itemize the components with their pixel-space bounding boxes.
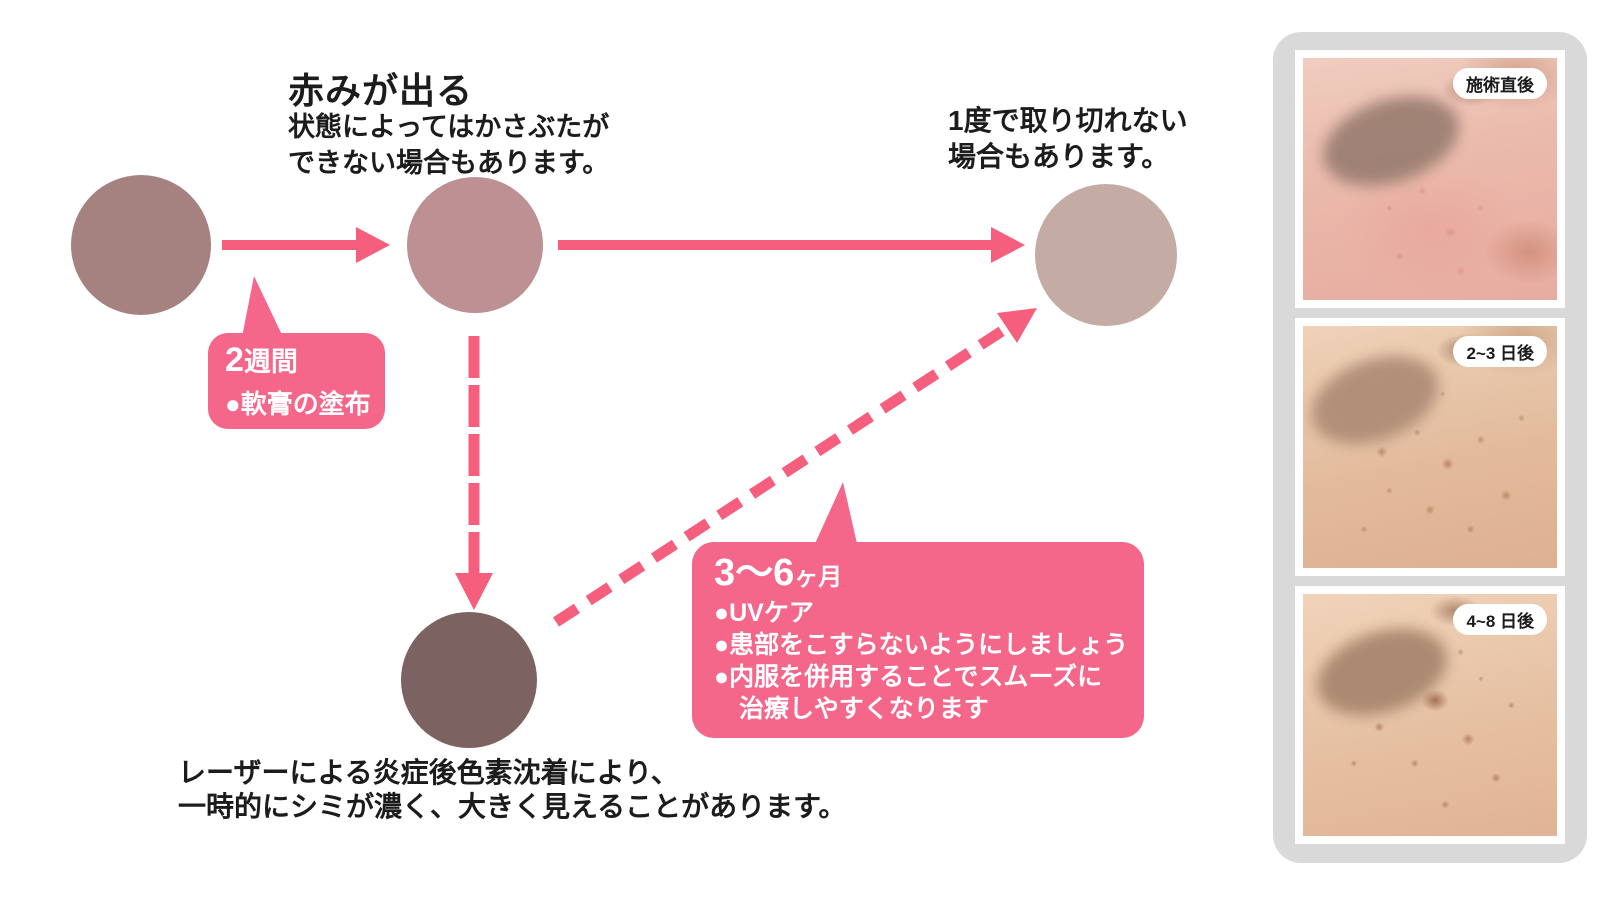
arrowhead-stage2-to-stage3-icon <box>991 227 1025 263</box>
subheading-line2: できない場合もあります。 <box>288 147 610 178</box>
photo-label-4-8-days: 4~8 日後 <box>1453 604 1547 635</box>
badge-3to6months-tail <box>813 482 858 548</box>
note-right-line2: 場合もあります。 <box>948 140 1170 172</box>
subheading-scab-note: 状態によってはかさぶたが できない場合もあります。 <box>288 110 609 181</box>
photo-card-immediately-after: 施術直後 <box>1295 50 1565 308</box>
badge-2weeks: 2週間 ●軟膏の塗布 <box>208 333 385 429</box>
dashed-arrow-stage4-to-stage3 <box>552 326 1006 627</box>
photo-card-2-3-days: 2~3 日後 <box>1295 318 1565 576</box>
privacy-blur-overlay <box>1311 80 1471 202</box>
privacy-blur-overlay <box>1303 339 1451 461</box>
skin-photo-2-3-days: 2~3 日後 <box>1303 326 1557 568</box>
badge-3to6months-item-no-rubbing: ●患部をこすらないようにしましょう <box>714 631 1129 660</box>
footnote-line1: レーザーによる炎症後色素沈着により、 <box>178 757 679 788</box>
skin-photo-immediately-after: 施術直後 <box>1303 58 1557 300</box>
note-not-removed-in-one-session: 1度で取り切れない 場合もあります。 <box>948 103 1188 175</box>
footnote-line2: 一時的にシミが濃く、大きく見えることがあります。 <box>178 791 847 823</box>
heading-redness: 赤みが出る <box>288 70 474 111</box>
photo-label-immediately-after: 施術直後 <box>1453 68 1547 99</box>
photo-card-4-8-days: 4~8 日後 <box>1295 586 1565 844</box>
badge-3to6months-item-oral-medicine-cont: 治療しやすくなります <box>714 695 989 724</box>
arrowhead-stage2-to-stage4-icon <box>455 573 493 610</box>
badge-3to6months: 3〜6ヶ月 ●UVケア ●患部をこすらないようにしましょう ●内服を併用すること… <box>692 542 1144 738</box>
note-right-line1: 1度で取り切れない <box>948 105 1188 136</box>
stage-circle-healed <box>1035 184 1177 326</box>
arrowhead-stage1-to-stage2-icon <box>356 227 390 263</box>
footnote-pigmentation-warning: レーザーによる炎症後色素沈着により、 一時的にシミが濃く、大きく見えることがあり… <box>178 756 846 825</box>
skin-photo-4-8-days: 4~8 日後 <box>1303 594 1557 836</box>
subheading-line1: 状態によってはかさぶたが <box>288 112 610 142</box>
badge-2weeks-title: 2週間 <box>225 342 371 379</box>
badge-3to6months-title: 3〜6ヶ月 <box>714 552 1124 594</box>
badge-2weeks-number: 2 <box>225 341 244 379</box>
badge-3to6months-item-oral-medicine: ●内服を併用することでスムーズに <box>714 663 1103 692</box>
stage-circle-pigmentation <box>401 612 537 748</box>
badge-3to6months-unit: ヶ月 <box>794 564 843 591</box>
progress-photo-panel: 施術直後 2~3 日後 4~8 日後 <box>1273 32 1587 863</box>
badge-2weeks-tail <box>242 276 283 337</box>
badge-3to6months-item-uvcare: ●UVケア <box>714 599 814 628</box>
photo-label-2-3-days: 2~3 日後 <box>1453 336 1547 367</box>
arrowhead-stage4-to-stage3-icon <box>997 308 1037 343</box>
badge-2weeks-item-ointment: ●軟膏の塗布 <box>225 388 371 419</box>
badge-3to6months-number: 3〜6 <box>714 552 795 594</box>
privacy-blur-overlay <box>1305 613 1459 731</box>
badge-2weeks-unit: 週間 <box>243 347 298 377</box>
stage-circle-redness <box>407 177 543 313</box>
stage-circle-before <box>71 175 211 315</box>
